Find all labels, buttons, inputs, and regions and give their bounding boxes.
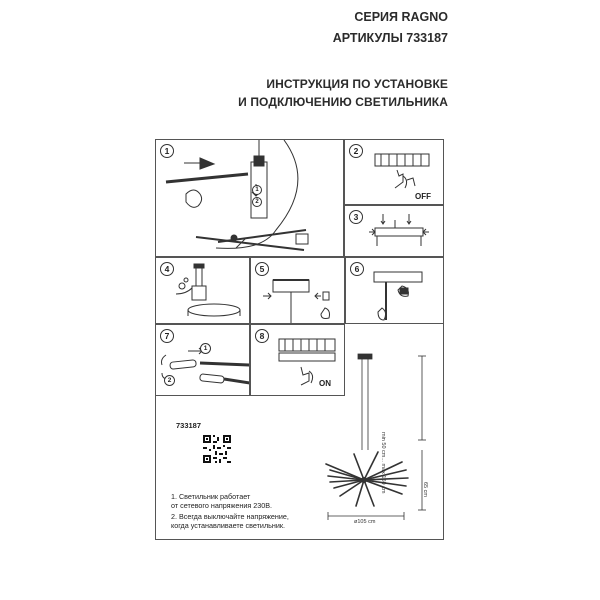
series-title: СЕРИЯ RAGNO bbox=[354, 10, 448, 24]
height-dimension-label: min 50 cm... max 160 cm bbox=[380, 432, 386, 494]
step-4-badge: 4 bbox=[160, 262, 174, 276]
step-7-sub1-badge: 1 bbox=[200, 343, 211, 354]
step-7-badge: 7 bbox=[160, 329, 174, 343]
step-2-badge: 2 bbox=[349, 144, 363, 158]
note-line-3: 2. Всегда выключайте напряжение, bbox=[171, 512, 289, 521]
note-line-4: когда устанавливаете светильник. bbox=[171, 521, 286, 530]
step-5-badge: 5 bbox=[255, 262, 269, 276]
step-5-panel: 5 bbox=[250, 257, 345, 324]
step-2-off-label: OFF bbox=[415, 192, 431, 201]
depth-dimension-label: 65 cm bbox=[422, 482, 428, 497]
step-3-illustration bbox=[369, 214, 429, 246]
article-title: АРТИКУЛЫ 733187 bbox=[332, 31, 448, 45]
step-5-illustration bbox=[263, 279, 330, 323]
note-line-2: от сетевого напряжения 230В. bbox=[171, 501, 273, 510]
step-4-illustration bbox=[175, 263, 241, 317]
step-7-illustration bbox=[161, 347, 249, 385]
step-1-panel: 1 1 2 bbox=[155, 139, 344, 257]
step-1-badge: 1 bbox=[160, 144, 174, 158]
chandelier-dimension-drawing bbox=[325, 353, 426, 520]
step-8-badge: 8 bbox=[255, 329, 269, 343]
step-7-sub2-badge: 2 bbox=[164, 375, 175, 386]
step-3-panel: 3 bbox=[344, 205, 444, 257]
step-3-badge: 3 bbox=[349, 210, 363, 224]
step-8-panel: 8 ON bbox=[250, 324, 345, 396]
note-line-1: 1. Светильник работает bbox=[171, 492, 251, 501]
step-6-panel: 6 bbox=[345, 257, 444, 324]
instruction-title-line1: ИНСТРУКЦИЯ ПО УСТАНОВКЕ bbox=[266, 77, 448, 91]
step-6-badge: 6 bbox=[350, 262, 364, 276]
step-8-on-label: ON bbox=[319, 379, 331, 388]
width-dimension-label: ø105 cm bbox=[354, 519, 376, 525]
step-1-sub1-badge: 1 bbox=[252, 185, 262, 195]
instruction-title-line2: И ПОДКЛЮЧЕНИЮ СВЕТИЛЬНИКА bbox=[238, 95, 448, 109]
qr-code-icon bbox=[203, 435, 231, 463]
step-6-illustration bbox=[373, 271, 423, 321]
step-7-panel: 7 1 2 bbox=[155, 324, 250, 396]
step-1-illustration bbox=[165, 140, 309, 251]
step-4-panel: 4 bbox=[155, 257, 250, 324]
step-2-illustration bbox=[374, 153, 430, 189]
step-2-panel: 2 OFF bbox=[344, 139, 444, 205]
step-8-illustration bbox=[278, 338, 336, 386]
step-1-sub2-badge: 2 bbox=[252, 197, 262, 207]
article-code-small: 733187 bbox=[176, 421, 202, 430]
